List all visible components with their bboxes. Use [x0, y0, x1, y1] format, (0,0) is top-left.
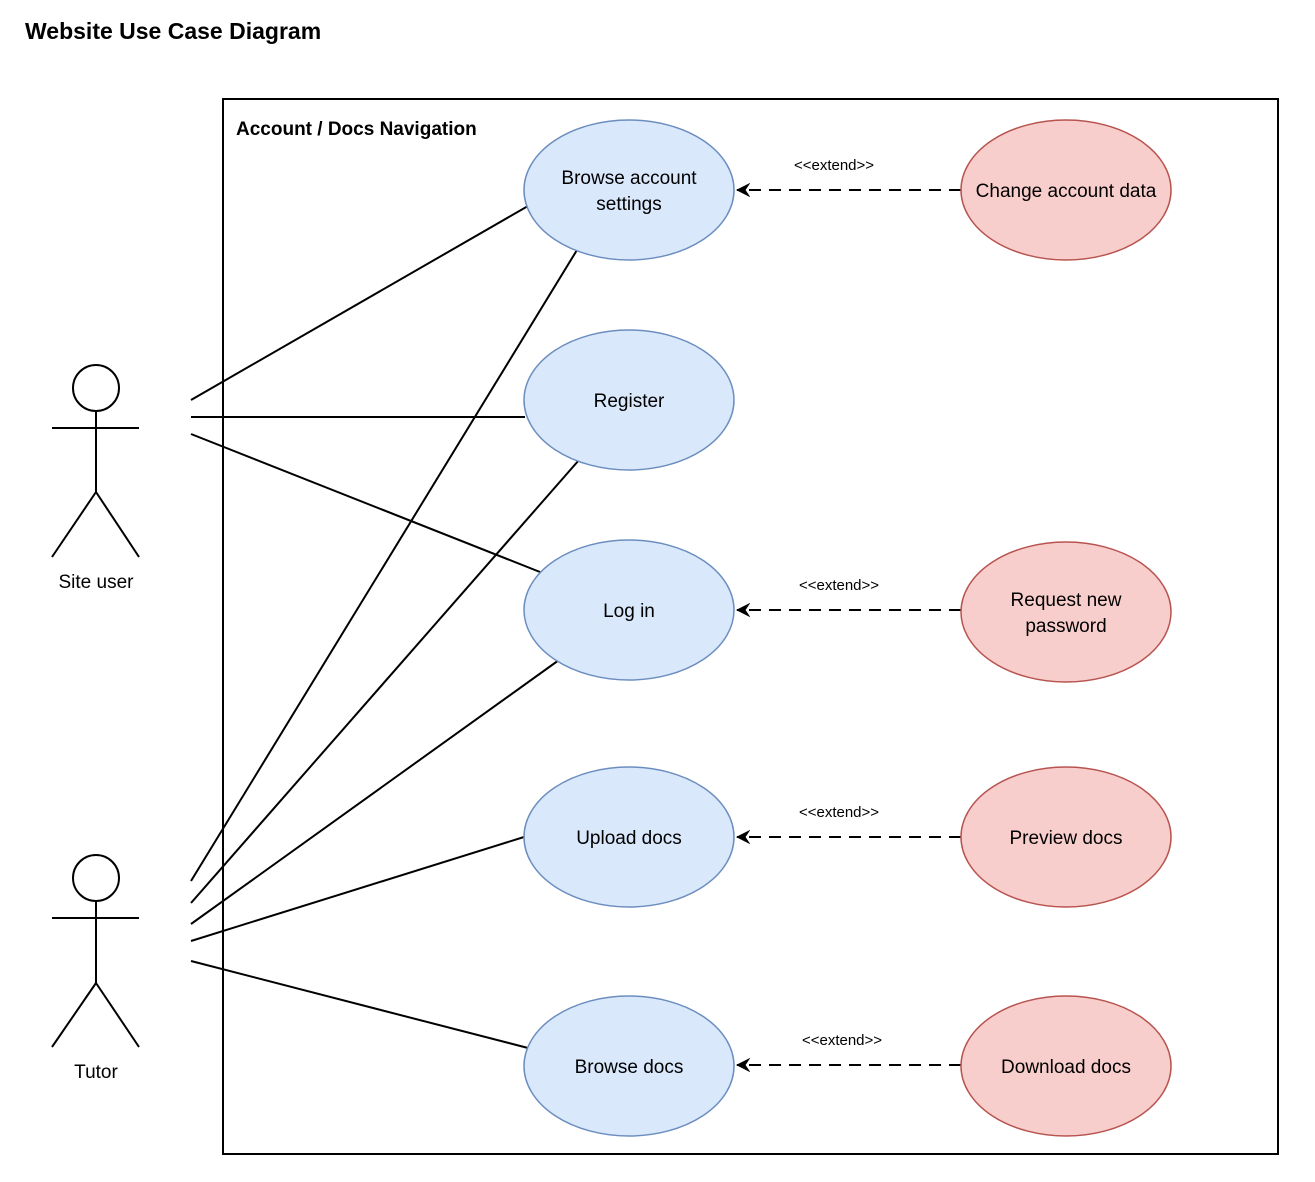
extend-label-download-docs: <<extend>>	[802, 1032, 882, 1049]
association-tutor-register[interactable]	[190, 459, 580, 904]
use-case-shape	[523, 766, 735, 908]
actor-site-user[interactable]: Site user	[51, 364, 140, 593]
system-boundary-label: Account / Docs Navigation	[236, 119, 477, 140]
use-case-upload-docs[interactable]: Upload docs	[523, 766, 735, 908]
use-case-label: Register	[594, 391, 665, 412]
use-case-change-account-data[interactable]: Change account data	[960, 119, 1172, 261]
use-case-label: Change account data	[976, 181, 1157, 202]
use-case-label-line-2: settings	[596, 194, 661, 215]
association-site-user-browse-account-settings[interactable]	[190, 205, 529, 401]
association-tutor-browse-account-settings[interactable]	[190, 249, 578, 882]
use-case-shape	[523, 995, 735, 1137]
use-case-label-line-1: Request new	[1011, 590, 1122, 611]
actor-label: Site user	[59, 572, 135, 593]
use-case-shape	[960, 995, 1172, 1137]
use-case-shape	[523, 539, 735, 681]
association-tutor-log-in[interactable]	[190, 659, 560, 925]
extend-label-preview-docs: <<extend>>	[799, 804, 879, 821]
use-case-browse-docs[interactable]: Browse docs	[523, 995, 735, 1137]
extend-label-request-new-password: <<extend>>	[799, 577, 879, 594]
use-case-shape	[523, 119, 735, 261]
use-case-shape	[960, 541, 1172, 683]
use-case-register[interactable]: Register	[523, 329, 735, 471]
use-case-shape	[960, 119, 1172, 261]
use-case-shape	[960, 766, 1172, 908]
actor-tutor[interactable]: Tutor	[51, 854, 140, 1083]
extend-label-change-account-data: <<extend>>	[794, 157, 874, 174]
use-case-label: Download docs	[1001, 1057, 1131, 1078]
use-case-label: Browse docs	[575, 1057, 684, 1078]
use-case-label-line-2: password	[1025, 616, 1106, 637]
use-case-download-docs[interactable]: Download docs	[960, 995, 1172, 1137]
diagram-title: Website Use Case Diagram	[25, 18, 321, 44]
stick-figure-icon	[51, 364, 140, 558]
stick-figure-icon	[51, 854, 140, 1048]
system-boundary[interactable]	[222, 98, 1279, 1155]
use-case-label: Preview docs	[1010, 828, 1123, 849]
association-tutor-browse-docs[interactable]	[190, 960, 529, 1049]
use-case-browse-account-settings[interactable]: Browse account settings	[523, 119, 735, 261]
use-case-label: Upload docs	[576, 828, 682, 849]
use-case-label: Log in	[603, 601, 655, 622]
use-case-log-in[interactable]: Log in	[523, 539, 735, 681]
use-case-preview-docs[interactable]: Preview docs	[960, 766, 1172, 908]
association-site-user-log-in[interactable]	[190, 433, 541, 573]
use-case-request-new-password[interactable]: Request new password	[960, 541, 1172, 683]
actor-label: Tutor	[74, 1062, 118, 1083]
use-case-shape	[523, 329, 735, 471]
association-tutor-upload-docs[interactable]	[190, 836, 525, 942]
use-case-label-line-1: Browse account	[561, 168, 697, 189]
